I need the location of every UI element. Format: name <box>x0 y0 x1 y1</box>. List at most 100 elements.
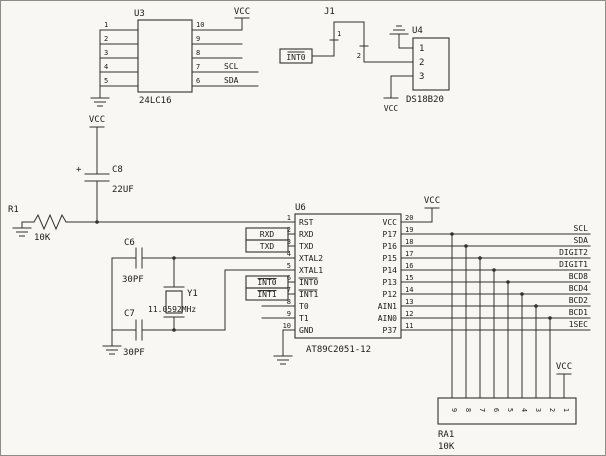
u6-vcc-label: VCC <box>424 196 440 206</box>
u6-pin-num: 12 <box>405 310 413 318</box>
ra1-value: 10K <box>438 442 455 452</box>
c7-ref: C7 <box>124 309 135 319</box>
u3-pin-num: 4 <box>104 63 108 71</box>
ra1-pin-num: 3 <box>534 408 542 412</box>
net-label-digit2: DIGIT2 <box>559 248 588 257</box>
u3-pin-num: 2 <box>104 35 108 43</box>
u4-ref: U4 <box>412 26 423 36</box>
j1-jumper: J1 1 2 <box>311 7 414 63</box>
u6-pin-name: INT0 <box>299 278 318 287</box>
u4-wires <box>390 33 414 99</box>
net-label-scl: SCL <box>574 224 589 233</box>
u6-pin-num: 10 <box>283 322 291 330</box>
u3-part: 24LC16 <box>139 96 172 106</box>
ra1-body <box>437 397 577 425</box>
c8-ref: C8 <box>112 165 123 175</box>
net-labels-left: RXD TXD INT0 INT1 <box>245 227 289 301</box>
u3-eeprom: U3 24LC16 VCC 1 2 3 4 5 10 9 8 7 6 SCL S… <box>90 7 259 107</box>
u3-pin-num: 10 <box>196 21 204 29</box>
oscillator-wires <box>111 247 296 347</box>
junction-dots <box>450 232 552 320</box>
u6-pin-num: 1 <box>287 214 291 222</box>
txd-netbox <box>245 239 289 253</box>
u6-pin-name: P17 <box>383 230 398 239</box>
u6-pin-num: 6 <box>287 274 291 282</box>
net-label-int0-top: INT0 <box>279 48 313 64</box>
c8-polarity-plus: + <box>76 165 82 175</box>
right-net-labels: SCL SDA DIGIT2 DIGIT1 BCD8 BCD4 BCD2 BCD… <box>559 224 588 329</box>
r1-value: 10K <box>34 233 51 243</box>
ra1-pin-num: 2 <box>548 408 556 412</box>
u4-pin-num: 1 <box>419 44 424 54</box>
u6-pin-name: AIN1 <box>378 302 397 311</box>
net-label-bcd1: BCD1 <box>569 308 588 317</box>
c8-value: 22UF <box>112 185 134 195</box>
reset-wires <box>21 126 296 231</box>
j1-pin-num: 2 <box>357 52 361 60</box>
net-label-sda: SDA <box>574 236 589 245</box>
ra1-pin-num: 9 <box>450 408 458 412</box>
ra1-pin-num: 8 <box>464 408 472 412</box>
u6-pin-name: P12 <box>383 290 398 299</box>
u6-pin-num: 13 <box>405 298 413 306</box>
net-label-bcd4: BCD4 <box>569 284 588 293</box>
u6-ref: U6 <box>295 203 306 213</box>
u6-pin-name: T1 <box>299 314 309 323</box>
ra1-pin-num: 1 <box>562 408 570 412</box>
u4-pin-num: 3 <box>419 72 424 82</box>
u3-pin-num: 1 <box>104 21 108 29</box>
u6-pin-num: 17 <box>405 250 413 258</box>
c6-value: 30PF <box>122 275 144 285</box>
u6-pin-num: 11 <box>405 322 413 330</box>
y1-crystal-body <box>165 290 183 314</box>
u6-wires <box>261 207 591 357</box>
j1-wires <box>311 21 414 63</box>
y1-ref: Y1 <box>187 289 198 299</box>
u6-pin-name: TXD <box>299 242 314 251</box>
u6-pin-name: RXD <box>299 230 314 239</box>
u3-vcc-label: VCC <box>234 7 250 17</box>
u3-pin-num: 3 <box>104 49 108 57</box>
ra1-pin-num: 6 <box>492 408 500 412</box>
u6-pin-name: INT1 <box>299 290 318 299</box>
u6-pin-num: 14 <box>405 286 413 294</box>
int1-net-label: INT1 <box>257 290 276 299</box>
u6-pin-num: 8 <box>287 298 291 306</box>
j1-pin-num: 1 <box>337 30 341 38</box>
u6-pin-num: 2 <box>287 226 291 234</box>
u6-body <box>294 213 402 339</box>
u6-pin-num: 16 <box>405 262 413 270</box>
pullup-drop-wires <box>451 233 551 399</box>
u6-pin-num: 3 <box>287 238 291 246</box>
u3-body <box>137 19 193 93</box>
net-label-1sec: 1SEC <box>569 320 588 329</box>
u3-sda-net-label: SDA <box>224 76 239 85</box>
u6-pin-name: P37 <box>383 326 398 335</box>
r1-ref: R1 <box>8 205 19 215</box>
u3-pin-num: 5 <box>104 77 108 85</box>
c6-ref: C6 <box>124 238 135 248</box>
txd-net-label: TXD <box>260 242 275 251</box>
junction-dot <box>95 220 99 224</box>
net-label-bcd8: BCD8 <box>569 272 588 281</box>
rxd-net-label: RXD <box>260 230 275 239</box>
ra1-pin-num: 4 <box>520 408 528 412</box>
u3-pin-num: 9 <box>196 35 200 43</box>
u6-pin-name: T0 <box>299 302 309 311</box>
ra1-pin-num: 5 <box>506 408 514 412</box>
int1-netbox <box>245 287 289 301</box>
int0-net-label: INT0 <box>257 278 276 287</box>
u6-pin-num: 18 <box>405 238 413 246</box>
c8-vcc-label: VCC <box>89 115 105 125</box>
u3-scl-net-label: SCL <box>224 62 239 71</box>
u6-pin-name: VCC <box>383 218 398 227</box>
u6-pin-name: P14 <box>383 266 398 275</box>
net-label-digit1: DIGIT1 <box>559 260 588 269</box>
u6-pin-name: XTAL1 <box>299 266 323 275</box>
u6-pin-num: 9 <box>287 310 291 318</box>
u6-pin-num: 4 <box>287 250 291 258</box>
u3-wires <box>99 17 259 99</box>
u4-ds18b20: U4 DS18B20 1 2 3 VCC <box>383 25 450 113</box>
